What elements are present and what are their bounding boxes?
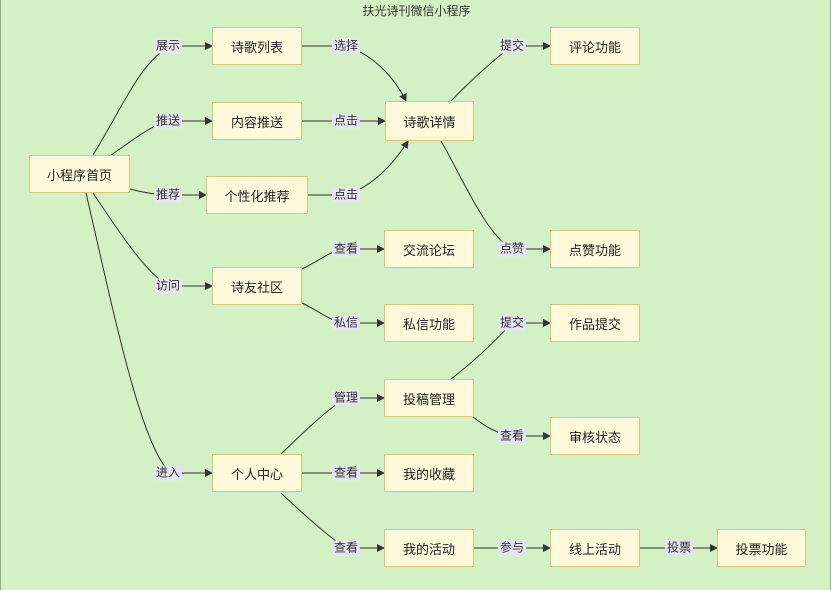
node-my-favorites[interactable]: 我的收藏 bbox=[384, 454, 474, 492]
edge-label-visit: 访问 bbox=[153, 278, 183, 294]
edge-label-enter: 进入 bbox=[153, 465, 183, 481]
edge-label-click: 点击 bbox=[331, 113, 361, 129]
edge-label-private-msg: 私信 bbox=[331, 315, 361, 331]
node-personal-rec[interactable]: 个性化推荐 bbox=[206, 176, 308, 214]
node-poem-list[interactable]: 诗歌列表 bbox=[212, 27, 302, 65]
edge-label-view: 查看 bbox=[331, 241, 361, 257]
edge-label-vote: 投票 bbox=[664, 540, 694, 556]
node-work-submit[interactable]: 作品提交 bbox=[550, 304, 640, 342]
node-content-push[interactable]: 内容推送 bbox=[212, 102, 302, 140]
edge-label-view: 查看 bbox=[497, 428, 527, 444]
edge-home-community bbox=[92, 192, 213, 290]
node-comment[interactable]: 评论功能 bbox=[550, 27, 640, 65]
edge-label-like: 点赞 bbox=[497, 241, 527, 257]
edge-label-submit: 提交 bbox=[497, 38, 527, 54]
node-community[interactable]: 诗友社区 bbox=[212, 267, 302, 305]
edge-label-click: 点击 bbox=[331, 187, 361, 203]
edge-list-detail bbox=[302, 45, 407, 102]
node-personal-center[interactable]: 个人中心 bbox=[212, 454, 302, 492]
edge-label-participate: 参与 bbox=[497, 540, 527, 556]
edge-label-recommend: 推荐 bbox=[153, 187, 183, 203]
edge-home-center bbox=[85, 192, 213, 477]
node-review-status[interactable]: 审核状态 bbox=[550, 417, 640, 455]
node-poem-detail[interactable]: 诗歌详情 bbox=[385, 101, 474, 141]
node-my-activities[interactable]: 我的活动 bbox=[384, 529, 474, 567]
edge-label-manage: 管理 bbox=[331, 390, 361, 406]
node-home[interactable]: 小程序首页 bbox=[29, 155, 130, 193]
node-private-msg[interactable]: 私信功能 bbox=[384, 304, 474, 342]
edge-label-view: 查看 bbox=[331, 465, 361, 481]
edge-label-select: 选择 bbox=[331, 38, 361, 54]
node-voting[interactable]: 投票功能 bbox=[717, 529, 806, 567]
edge-label-view: 查看 bbox=[331, 540, 361, 556]
edge-label-push: 推送 bbox=[153, 113, 183, 129]
node-forum[interactable]: 交流论坛 bbox=[384, 230, 474, 268]
edge-detail-comment bbox=[450, 42, 551, 102]
edge-home-poem-list bbox=[92, 42, 213, 156]
edge-center-submission bbox=[280, 394, 385, 455]
edge-label-submit: 提交 bbox=[497, 315, 527, 331]
node-like[interactable]: 点赞功能 bbox=[550, 230, 640, 268]
diagram-title: 扶光诗刊微信小程序 bbox=[362, 4, 471, 18]
node-online-activity[interactable]: 线上活动 bbox=[550, 529, 640, 567]
node-submission-mgmt[interactable]: 投稿管理 bbox=[384, 379, 474, 417]
edge-label-display: 展示 bbox=[153, 38, 183, 54]
